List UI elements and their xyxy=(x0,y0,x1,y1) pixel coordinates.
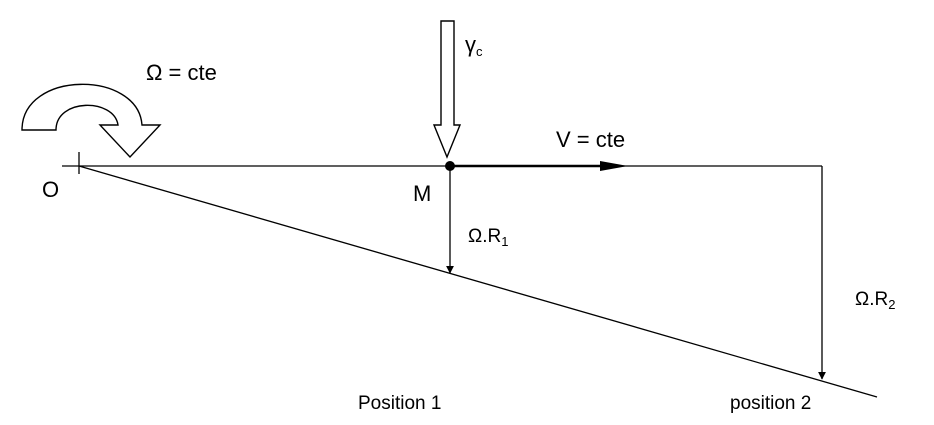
gamma-symbol: γ xyxy=(465,32,476,57)
omega-r2-label: Ω.R2 xyxy=(855,289,895,312)
point-m-label: M xyxy=(413,181,431,206)
omega-const-label: Ω = cte xyxy=(146,60,217,85)
inclined-line xyxy=(78,165,878,398)
gamma-hollow-arrow xyxy=(432,20,462,159)
omega-r1-label: Ω.R1 xyxy=(468,226,508,249)
origin-label: O xyxy=(42,177,59,202)
velocity-arrowhead xyxy=(600,161,628,171)
omega-r2-text: Ω.R xyxy=(855,289,888,310)
omega-r1-subscript: 1 xyxy=(501,234,508,249)
omega-r2-subscript: 2 xyxy=(888,297,895,312)
position-1-label: Position 1 xyxy=(358,393,441,414)
gamma-label: γc xyxy=(465,32,483,59)
point-m xyxy=(445,161,455,171)
rotation-curved-arrow xyxy=(21,83,162,159)
velocity-label: V = cte xyxy=(556,127,625,152)
omega-r1-text: Ω.R xyxy=(468,226,501,247)
position-2-label: position 2 xyxy=(730,393,811,414)
gamma-subscript: c xyxy=(476,44,483,59)
